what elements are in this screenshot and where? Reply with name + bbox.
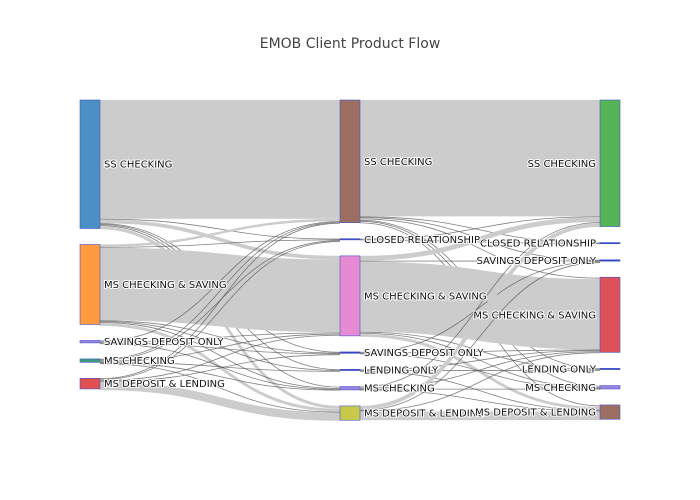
- node-bar-c3_ss[interactable]: [599, 99, 621, 227]
- node-bar-c3_cr[interactable]: [599, 242, 621, 245]
- flow-link: [359, 222, 601, 388]
- flow-link: [359, 333, 601, 410]
- node-label-c1_mcs: MS CHECKING & SAVING: [104, 280, 227, 291]
- flow-link: [99, 323, 341, 412]
- node-bar-c1_mcs[interactable]: [79, 244, 101, 325]
- flow-link: [99, 333, 341, 362]
- node-label-c2_msc: MS CHECKING: [364, 384, 435, 395]
- flow-link: [359, 370, 601, 411]
- node-label-c3_sdo: SAVINGS DEPOSIT ONLY: [477, 256, 597, 267]
- flow-link: [99, 361, 341, 372]
- flow-link: [359, 262, 601, 411]
- flow-link: [359, 216, 601, 240]
- flow-links: [99, 99, 601, 421]
- flow-link: [99, 362, 341, 391]
- flow-link: [99, 219, 341, 260]
- flow-link: [99, 320, 341, 354]
- node-label-c2_cr: CLOSED RELATIONSHIP: [364, 235, 480, 246]
- flow-link: [99, 241, 341, 380]
- node-label-c2_mcs: MS CHECKING & SAVING: [364, 291, 487, 302]
- node-bar-c1_msc[interactable]: [79, 358, 101, 363]
- node-label-c3_msc: MS CHECKING: [525, 383, 596, 394]
- node-bar-c2_msc[interactable]: [339, 386, 361, 391]
- flow-link: [359, 351, 601, 389]
- node-bar-c3_sdo[interactable]: [599, 259, 621, 262]
- flow-link: [99, 222, 341, 380]
- flow-link: [359, 352, 601, 412]
- node-label-c2_mdl: MS DEPOSIT & LENDING: [364, 409, 485, 420]
- flow-link: [99, 354, 341, 382]
- flow-link: [99, 342, 341, 355]
- flow-link: [359, 216, 601, 244]
- node-bar-c2_sdo[interactable]: [339, 351, 361, 354]
- node-bar-c3_lo[interactable]: [599, 368, 621, 370]
- flow-link: [99, 322, 341, 389]
- node-bar-c1_mdl[interactable]: [79, 378, 101, 390]
- flow-link: [359, 349, 601, 354]
- flow-link: [359, 218, 601, 279]
- node-bar-c2_cr[interactable]: [339, 238, 361, 241]
- node-labels: SS CHECKING MS CHECKING & SAVING SAVINGS D…: [103, 156, 598, 421]
- node-bar-c2_lo[interactable]: [339, 369, 361, 371]
- flow-link: [99, 239, 341, 248]
- flow-link: [99, 332, 341, 343]
- node-bar-c1_sdo[interactable]: [79, 340, 101, 344]
- node-label-c2_lo: LENDING ONLY: [364, 365, 439, 376]
- flow-link: [359, 222, 601, 410]
- flow-link: [99, 334, 341, 381]
- node-bar-c3_msc[interactable]: [599, 385, 621, 390]
- flow-link: [99, 218, 341, 240]
- flow-link: [359, 261, 601, 350]
- node-bar-c1_ss[interactable]: [79, 99, 101, 229]
- flow-link: [99, 321, 341, 371]
- flow-link: [359, 350, 601, 371]
- node-label-c1_ss: SS CHECKING: [104, 160, 172, 171]
- flow-link: [359, 389, 601, 412]
- node-bar-c3_mdl[interactable]: [599, 404, 621, 420]
- node-label-c2_ss: SS CHECKING: [364, 157, 432, 168]
- node-bar-c3_mcs[interactable]: [599, 276, 621, 353]
- node-label-c2_sdo: SAVINGS DEPOSIT ONLY: [364, 348, 484, 359]
- flow-link: [99, 222, 341, 360]
- node-label-c1_msc: MS CHECKING: [104, 356, 175, 367]
- flow-link: [359, 353, 601, 389]
- node-bar-c2_mcs[interactable]: [339, 255, 361, 337]
- node-label-c3_mcs: MS CHECKING & SAVING: [473, 310, 596, 321]
- flow-link: [359, 239, 601, 245]
- node-label-c3_cr: CLOSED RELATIONSHIP: [480, 239, 596, 250]
- node-label-c1_mdl: MS DEPOSIT & LENDING: [104, 379, 225, 390]
- flow-link: [359, 261, 601, 353]
- flow-link: [359, 217, 601, 261]
- node-label-c3_mdl: MS DEPOSIT & LENDING: [475, 408, 596, 419]
- flow-link: [99, 218, 341, 247]
- flow-link: [99, 381, 341, 421]
- chart-title: EMOB Client Product Flow: [259, 36, 441, 52]
- flow-link: [99, 363, 341, 413]
- flow-link: [99, 221, 341, 342]
- flow-link: [359, 331, 601, 370]
- flow-nodes: [79, 99, 621, 421]
- node-bar-c2_ss[interactable]: [339, 99, 361, 223]
- flow-link: [99, 247, 341, 333]
- node-label-c3_ss: SS CHECKING: [528, 159, 596, 170]
- node-bar-c2_mdl[interactable]: [339, 405, 361, 421]
- node-label-c1_sdo: SAVINGS DEPOSIT ONLY: [104, 337, 224, 348]
- node-label-c3_lo: LENDING ONLY: [522, 364, 597, 375]
